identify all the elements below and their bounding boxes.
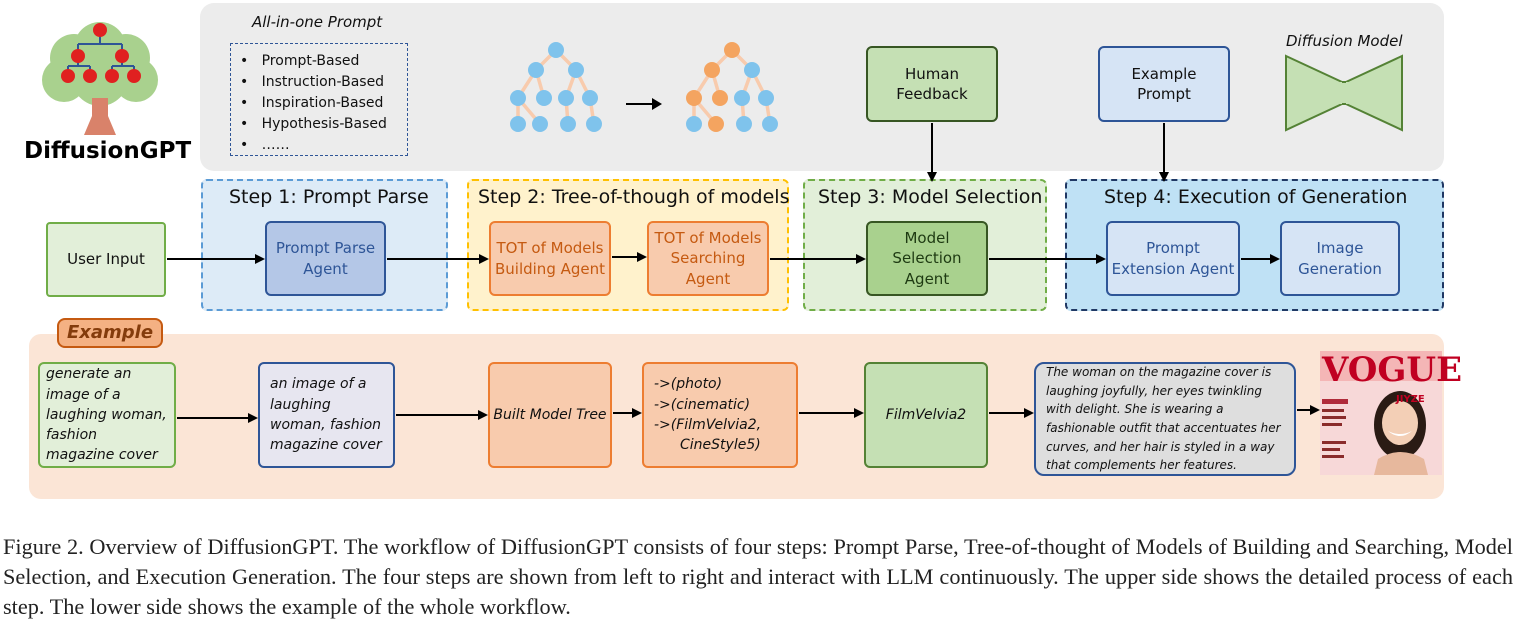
diffusion-model-label: Diffusion Model bbox=[1286, 32, 1403, 50]
example-model-box: FilmVelvia2 bbox=[864, 362, 988, 468]
prompt-types-box bbox=[230, 43, 408, 156]
example-path-line: ->(photo) bbox=[654, 376, 723, 393]
image-generation-box: Image Generation bbox=[1280, 221, 1400, 296]
step1-title: Step 1: Prompt Parse bbox=[229, 186, 429, 208]
model-tree-icon bbox=[510, 42, 602, 132]
example-input-box: generate an image of a laughing woman, f… bbox=[38, 362, 176, 468]
diffusiongpt-logo-icon bbox=[42, 22, 158, 135]
prompt-type-item: • Instruction-Based bbox=[240, 74, 385, 90]
prompt-type-item: • Hypothesis-Based bbox=[240, 116, 387, 132]
example-path-line: ->(cinematic) bbox=[654, 396, 751, 413]
figure-caption: Figure 2. Overview of DiffusionGPT. The … bbox=[3, 534, 1513, 619]
prompt-parse-agent-box: Prompt Parse Agent bbox=[265, 221, 386, 296]
model-selection-agent-box: Model Selection Agent bbox=[866, 221, 988, 296]
example-parsed-box: an image of a laughing woman, fashion ma… bbox=[258, 362, 395, 468]
user-input-box: User Input bbox=[46, 222, 166, 297]
step4-title: Step 4: Execution of Generation bbox=[1104, 186, 1408, 208]
prompt-extension-agent-box: Prompt Extension Agent bbox=[1106, 221, 1240, 296]
example-tree-box: Built Model Tree bbox=[488, 362, 612, 468]
generated-image bbox=[1320, 351, 1442, 475]
prompt-types-title: All-in-one Prompt bbox=[252, 13, 383, 31]
tot-building-agent-box: TOT of Models Building Agent bbox=[489, 221, 611, 296]
example-path-line: CineStyle5) bbox=[680, 437, 761, 454]
tot-searching-agent-box: TOT of Models Searching Agent bbox=[647, 221, 769, 296]
prompt-type-item: • Prompt-Based bbox=[240, 53, 360, 69]
example-extended-prompt-box: The woman on the magazine cover is laugh… bbox=[1034, 362, 1296, 476]
prompt-type-item: • …… bbox=[240, 137, 290, 153]
arrow-right-icon bbox=[626, 98, 662, 110]
prompt-type-item: • Inspiration-Based bbox=[240, 95, 384, 111]
diffusion-model-icon bbox=[1285, 54, 1403, 132]
prompt-types-list: • Prompt-Based • Instruction-Based • Ins… bbox=[240, 51, 387, 156]
human-feedback-box: Human Feedback bbox=[866, 46, 998, 122]
cover-tag: JIYZE bbox=[1396, 394, 1425, 405]
example-path-box: ->(photo) ->(cinematic) ->(FilmVelvia2, … bbox=[642, 362, 798, 468]
searched-model-tree-icon bbox=[686, 42, 778, 132]
step2-title: Step 2: Tree-of-though of models bbox=[478, 186, 790, 208]
cover-masthead: VOGUE bbox=[1322, 350, 1463, 390]
step3-title: Step 3: Model Selection bbox=[818, 186, 1043, 208]
example-prompt-box: Example Prompt bbox=[1098, 46, 1230, 122]
example-path-line: ->(FilmVelvia2, bbox=[654, 417, 762, 433]
example-label: Example bbox=[57, 318, 163, 348]
logo-title: DiffusionGPT bbox=[24, 138, 192, 164]
